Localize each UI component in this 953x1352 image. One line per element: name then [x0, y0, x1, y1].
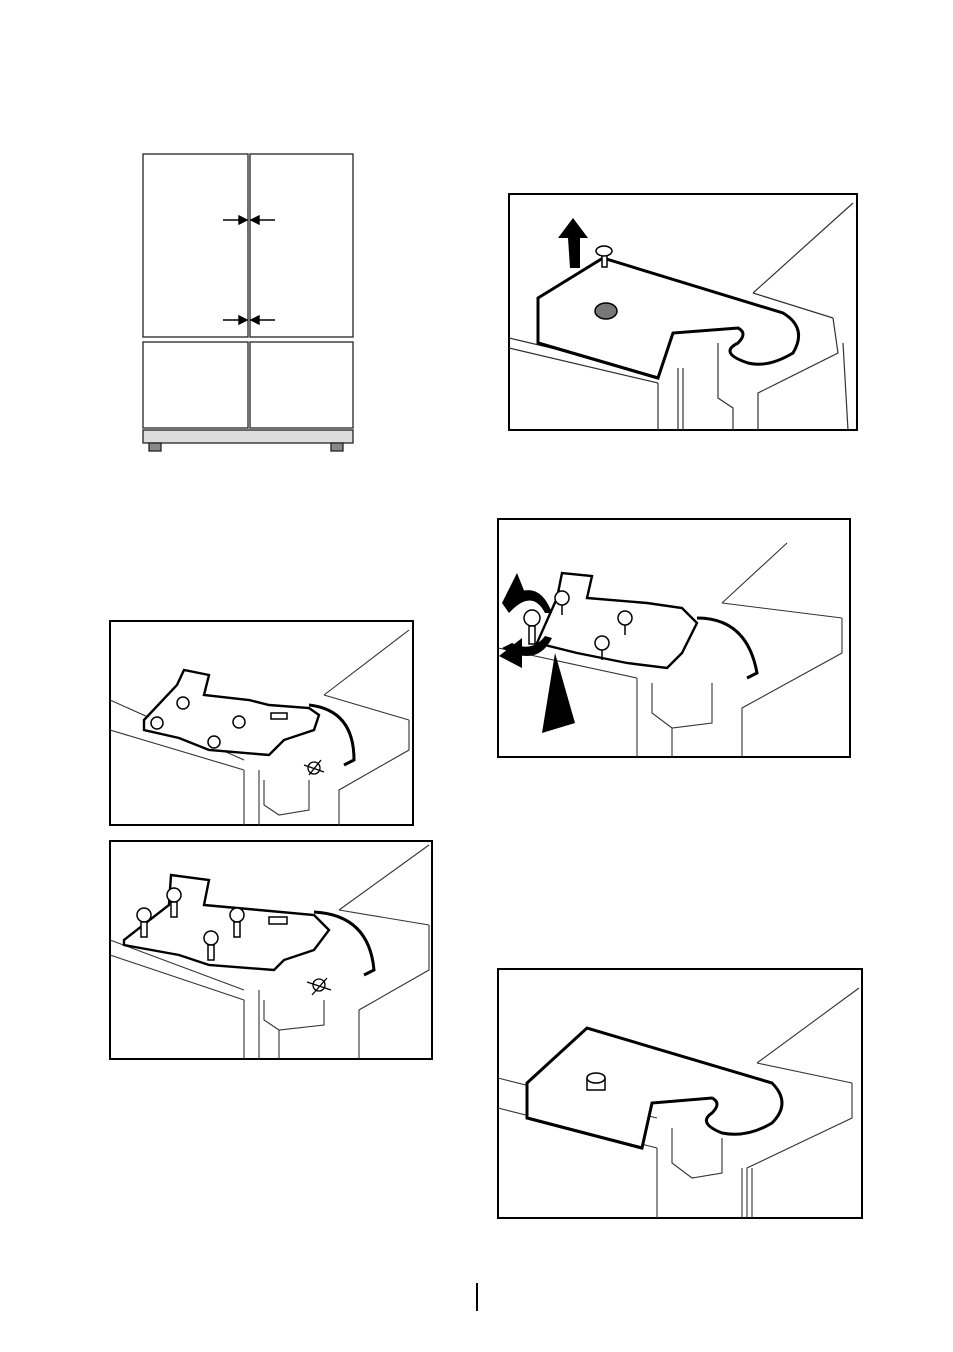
upper-left-door: [143, 154, 248, 337]
cover-screw: [587, 1073, 605, 1090]
hinge-bracket-icon: [109, 620, 416, 828]
upper-right-door: [250, 154, 353, 337]
fridge-front-view-icon: [135, 150, 360, 460]
hinge-bracket-screws-icon: [109, 840, 435, 1062]
hinge-screw-adjust-figure: [497, 518, 853, 760]
base-plinth: [143, 430, 353, 443]
hinge-bracket-figure-2: [109, 840, 435, 1062]
screw-adjust-icon: [497, 518, 853, 760]
fridge-front-figure: [135, 150, 360, 460]
hinge-cover-lift-icon: [508, 193, 860, 433]
hinge-cover-installed-figure: [497, 968, 865, 1221]
page-number-marker: [476, 1283, 478, 1311]
hinge-cover-lift-figure: [508, 193, 860, 433]
lower-left-drawer: [143, 342, 248, 428]
hinge-bracket-figure-1: [109, 620, 416, 828]
lower-right-drawer: [250, 342, 353, 428]
hinge-cover-installed-icon: [497, 968, 865, 1221]
gap-arrows: [223, 216, 275, 324]
